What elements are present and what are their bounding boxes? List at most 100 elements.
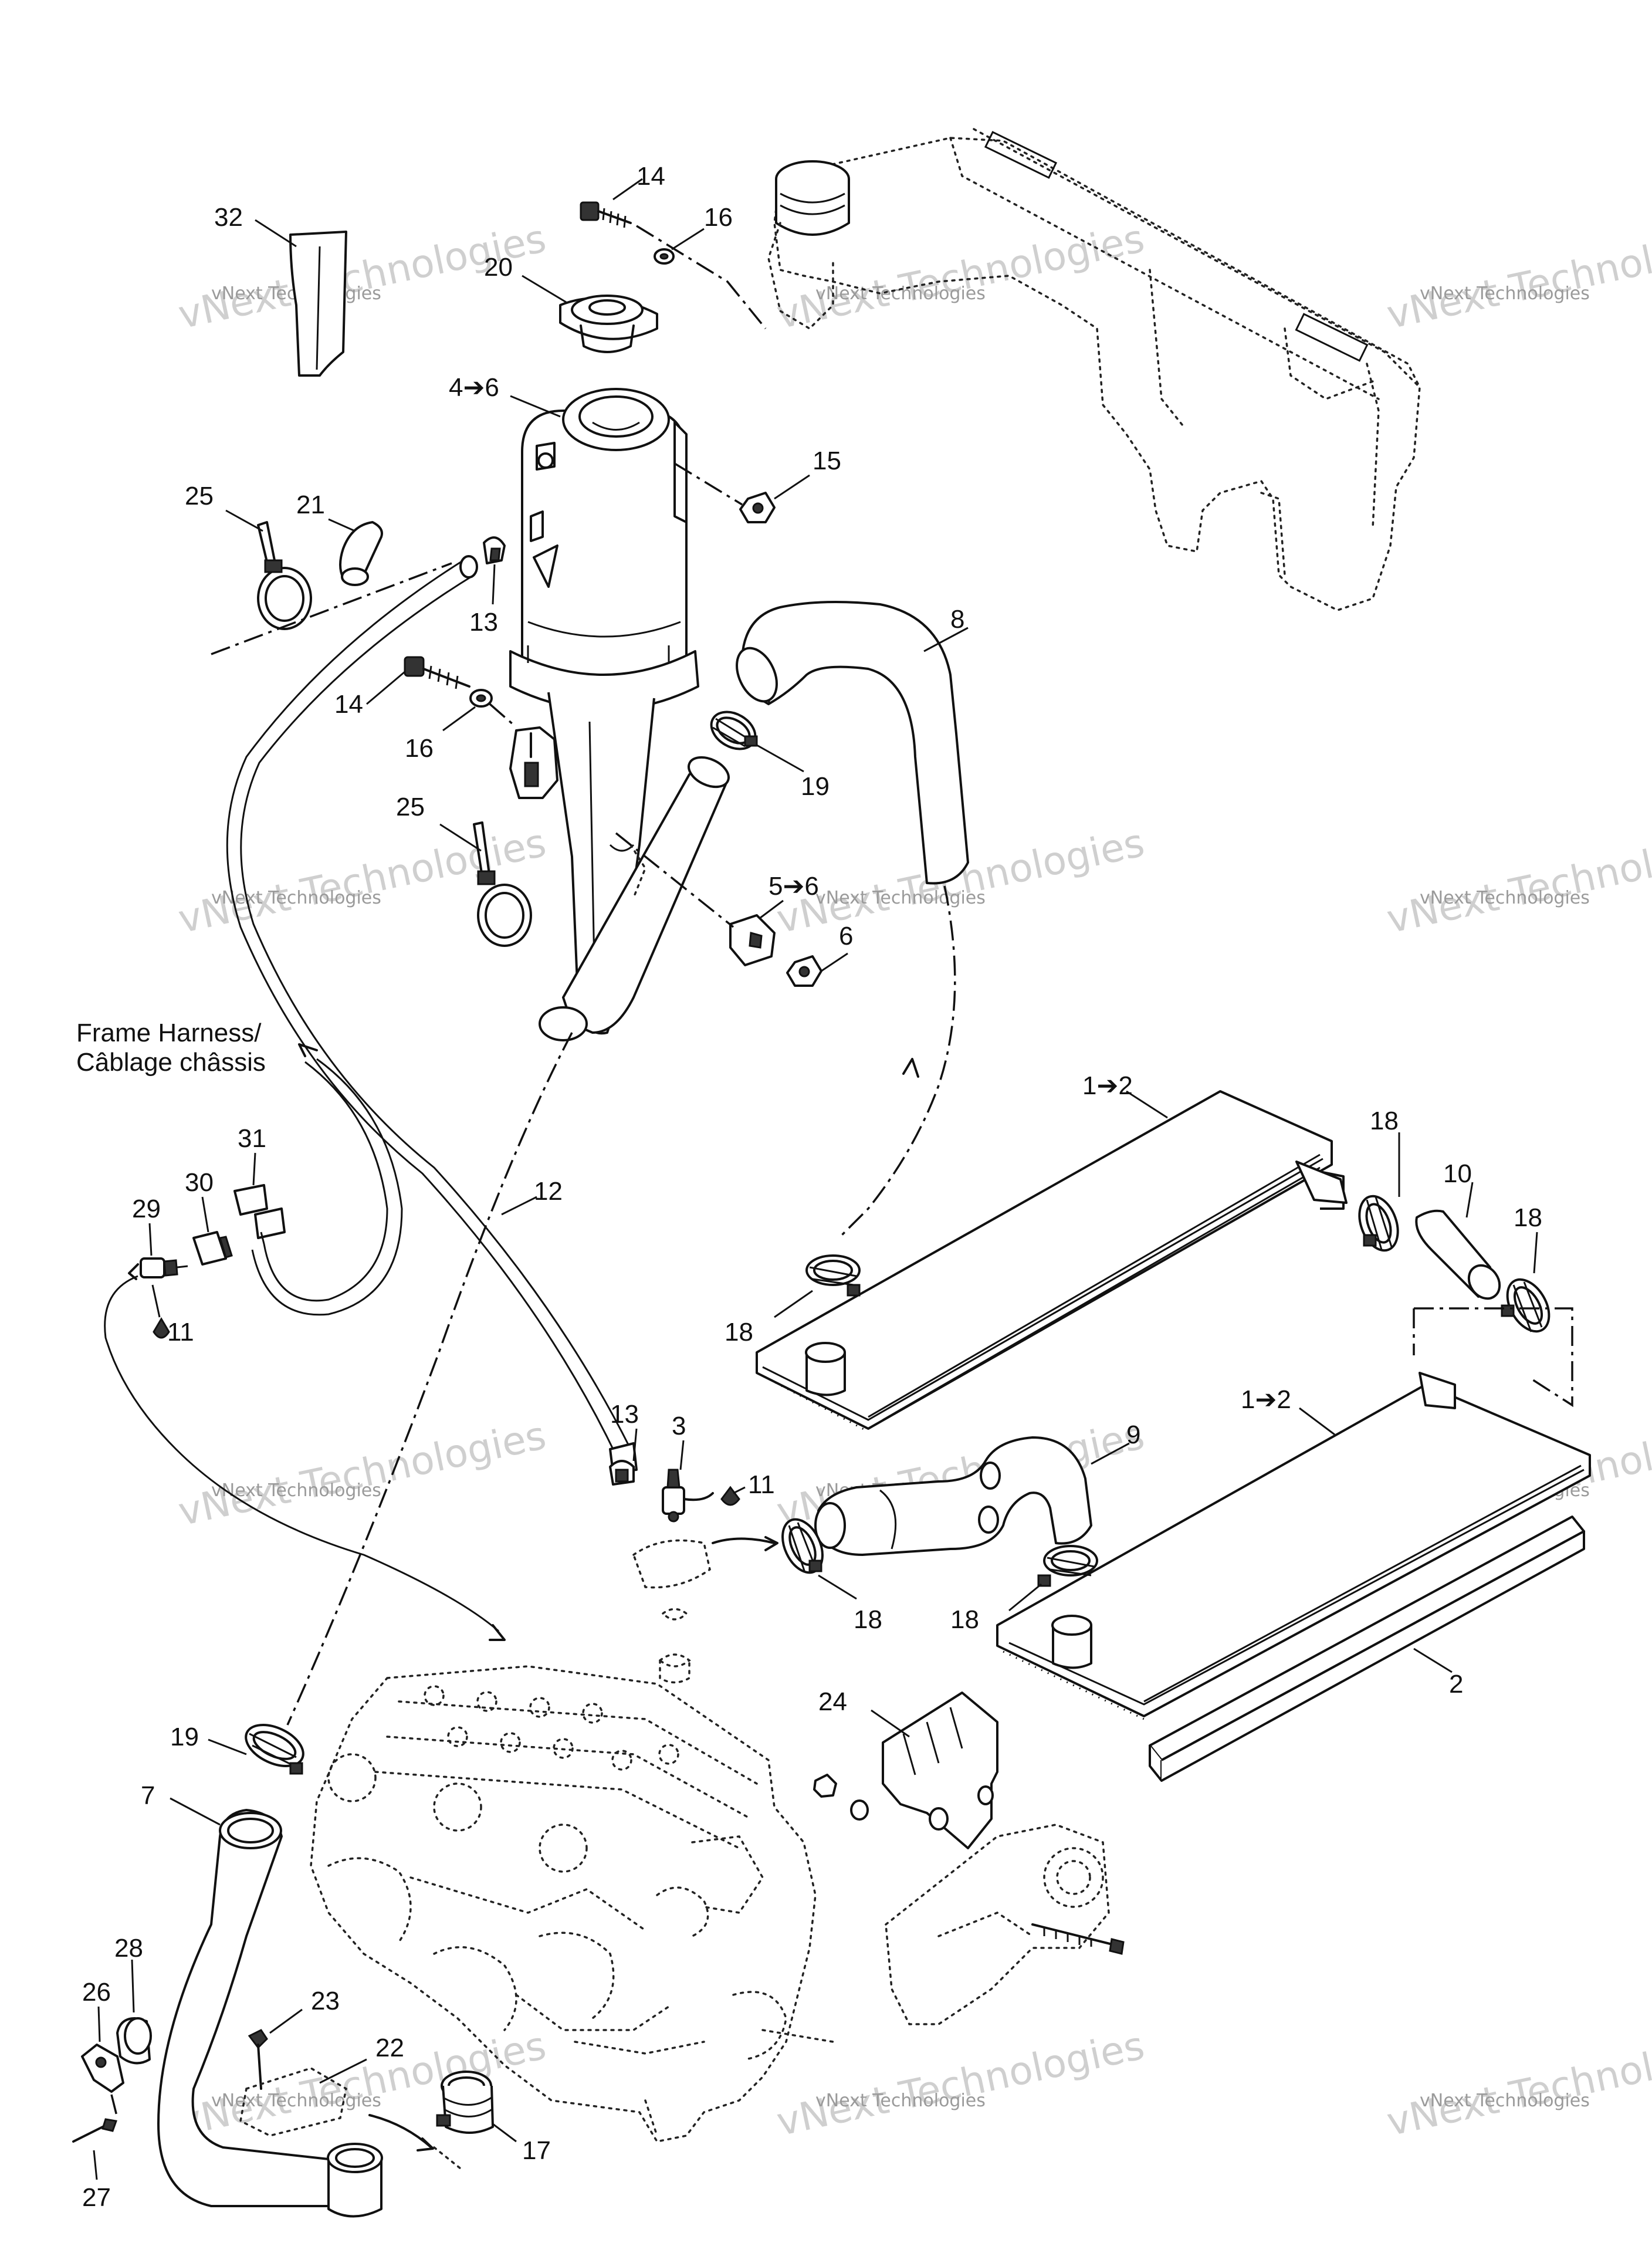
routing-line-8 (838, 885, 956, 1239)
callout-20: 20 (484, 253, 513, 282)
callout-32: 32 (214, 203, 243, 232)
callout-9: 9 (1126, 1420, 1140, 1449)
svg-text:vNext Technologies: vNext Technologies (815, 2090, 986, 2111)
part-17-clamp (436, 2071, 494, 2134)
radiator-lower-outlet (1419, 1372, 1456, 1409)
part-18-clamp-e (1037, 1545, 1098, 1587)
axis-line (1414, 1307, 1573, 1408)
svg-text:vNext Technologies: vNext Technologies (1383, 2023, 1652, 2145)
callout-15: 15 (813, 446, 841, 475)
watermark: vNext Technologies (211, 2090, 381, 2111)
leader-10 (1465, 1182, 1474, 1218)
engine-block (310, 1665, 834, 2143)
svg-text:vNext Technologies: vNext Technologies (1420, 2090, 1590, 2111)
leader-5-6 (759, 899, 784, 919)
watermark: vNext Technologies (1383, 216, 1652, 338)
arrow-head (417, 2137, 434, 2151)
leader-12 (501, 1196, 537, 1216)
thermostat-housing (632, 1536, 778, 1684)
part-32-shield (289, 231, 347, 377)
callout-3: 3 (672, 1412, 686, 1440)
callout-18: 18 (854, 1605, 882, 1634)
leader-21 (328, 518, 356, 532)
part-19-clamp-upper (710, 711, 758, 750)
part-12-hose (226, 555, 638, 1474)
reservoir-bracket (509, 726, 558, 799)
watermark: vNext Technologies (1383, 820, 1652, 942)
leader-13a (492, 564, 496, 605)
arrow-head (902, 1058, 919, 1078)
axis-line (110, 2094, 119, 2119)
leader-22 (319, 2058, 367, 2084)
callout-6: 6 (839, 922, 853, 950)
leader-28 (131, 1959, 135, 2013)
leader-18e (1008, 1583, 1042, 1612)
part-18-clamp-b (1358, 1195, 1399, 1252)
leader-18b (1533, 1232, 1538, 1274)
part-26-clip (81, 2044, 124, 2093)
callout-13: 13 (610, 1400, 639, 1429)
leader-18c (774, 1290, 813, 1318)
callout-31: 31 (238, 1124, 266, 1153)
leader-27 (93, 2150, 98, 2180)
part-24-fasteners (813, 1774, 869, 1821)
leader-26 (97, 2006, 101, 2042)
part-21-hose (339, 521, 383, 586)
part-24-bracket (882, 1692, 998, 1849)
part-11-seal-left (153, 1317, 170, 1339)
watermark: vNext Technologies (815, 888, 986, 908)
part-7-hose (157, 1809, 383, 2218)
leader-14a (612, 178, 643, 201)
svg-text:vNext Technologies: vNext Technologies (773, 2023, 1148, 2145)
svg-text:vNext Technologies: vNext Technologies (174, 1413, 550, 1535)
part-22-plate (239, 2067, 347, 2137)
watermark: vNext Technologies (773, 2023, 1148, 2145)
part-19-clamp-lower (245, 1724, 304, 1775)
callout-25: 25 (185, 482, 214, 510)
watermark: vNext Technologies (773, 216, 1148, 338)
part-6-nut (786, 955, 822, 987)
part-20-cap (559, 295, 658, 353)
part-11-seal-mid (720, 1486, 740, 1506)
svg-text:vNext Technologies: vNext Technologies (1420, 888, 1590, 908)
callout-7: 7 (141, 1781, 155, 1810)
part-18-clamp-c (1501, 1278, 1551, 1333)
arrow-line-22 (368, 2114, 432, 2149)
callout-23: 23 (311, 1987, 340, 2015)
leader-6 (821, 952, 848, 972)
part-27-rivet (72, 2118, 118, 2143)
leader-1-2a (1126, 1090, 1168, 1119)
callout-12: 12 (534, 1177, 563, 1206)
leader-30 (201, 1196, 209, 1233)
svg-text:vNext Technologies: vNext Technologies (815, 888, 986, 908)
axis-line (636, 225, 767, 330)
part-16-washer-top (654, 248, 675, 265)
leader-17 (492, 2123, 517, 2143)
callout-18: 18 (950, 1605, 979, 1634)
part-28-grommet (116, 2017, 152, 2065)
frame-harness-label: Frame Harness/ (76, 1019, 262, 1047)
svg-text:vNext Technologies: vNext Technologies (1420, 283, 1590, 304)
svg-text:vNext Technologies: vNext Technologies (773, 216, 1148, 338)
arrow-head (489, 1624, 506, 1641)
leader-1-2b (1299, 1407, 1335, 1436)
svg-text:vNext Technologies: vNext Technologies (1383, 216, 1652, 338)
part-25-strap-mid (473, 821, 532, 947)
leader-19a (756, 744, 804, 773)
part-5-6-spacer (729, 914, 776, 966)
callout-5-6: 5➔6 (769, 872, 819, 901)
leader-13b (632, 1428, 638, 1462)
callout-28: 28 (114, 1934, 143, 1963)
part-10-hose (1415, 1209, 1501, 1300)
leader-19b (208, 1738, 247, 1755)
watermark: vNext Technologies (211, 888, 381, 908)
part-18-clamp-d (781, 1518, 824, 1574)
svg-text:vNext Technologies: vNext Technologies (211, 1480, 381, 1501)
callout-25: 25 (396, 793, 425, 821)
axis-line (489, 703, 514, 726)
routing-line-7 (286, 1032, 573, 1726)
part-3-sensor (662, 1469, 714, 1523)
heat-exchanger-lower (996, 1372, 1591, 1720)
part-25-strap-top (257, 521, 312, 630)
part-16-washer-mid (469, 689, 493, 708)
